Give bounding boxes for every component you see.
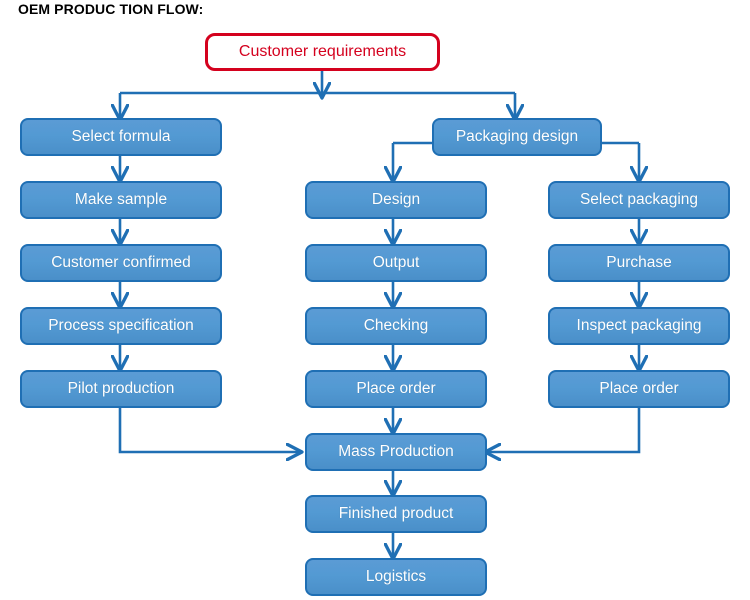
node-make-sample[interactable]: Make sample bbox=[20, 181, 222, 219]
edge-pilot-production-to-mass-production bbox=[118, 408, 300, 452]
node-process-specification[interactable]: Process specification bbox=[20, 307, 222, 345]
node-label: Finished product bbox=[338, 505, 454, 523]
node-label: Mass Production bbox=[338, 443, 454, 461]
node-label: Process specification bbox=[48, 317, 194, 335]
node-pilot-production[interactable]: Pilot production bbox=[20, 370, 222, 408]
node-place-order-middle[interactable]: Place order bbox=[305, 370, 487, 408]
node-label: Inspect packaging bbox=[576, 317, 702, 335]
node-label: Purchase bbox=[606, 254, 672, 272]
node-logistics[interactable]: Logistics bbox=[305, 558, 487, 596]
node-place-order-right[interactable]: Place order bbox=[548, 370, 730, 408]
page-title: OEM PRODUC TION FLOW: bbox=[18, 1, 204, 17]
node-label: Place order bbox=[599, 380, 679, 398]
node-checking[interactable]: Checking bbox=[305, 307, 487, 345]
node-label: Checking bbox=[363, 317, 429, 335]
node-label: Select formula bbox=[71, 128, 171, 146]
node-label: Packaging design bbox=[455, 128, 579, 146]
node-label: Customer requirements bbox=[238, 43, 407, 60]
node-label: Pilot production bbox=[67, 380, 175, 398]
node-customer-requirements[interactable]: Customer requirements bbox=[205, 33, 440, 71]
node-design[interactable]: Design bbox=[305, 181, 487, 219]
node-label: Design bbox=[371, 191, 421, 209]
node-label: Select packaging bbox=[579, 191, 699, 209]
node-purchase[interactable]: Purchase bbox=[548, 244, 730, 282]
node-output[interactable]: Output bbox=[305, 244, 487, 282]
node-packaging-design[interactable]: Packaging design bbox=[432, 118, 602, 156]
node-label: Place order bbox=[356, 380, 436, 398]
node-inspect-packaging[interactable]: Inspect packaging bbox=[548, 307, 730, 345]
node-label: Make sample bbox=[74, 191, 168, 209]
node-label: Logistics bbox=[365, 568, 427, 586]
node-finished-product[interactable]: Finished product bbox=[305, 495, 487, 533]
node-mass-production[interactable]: Mass Production bbox=[305, 433, 487, 471]
node-select-packaging[interactable]: Select packaging bbox=[548, 181, 730, 219]
node-label: Output bbox=[372, 254, 420, 272]
edge-place-order-right-to-mass-production bbox=[487, 408, 641, 452]
node-label: Customer confirmed bbox=[51, 254, 191, 272]
node-select-formula[interactable]: Select formula bbox=[20, 118, 222, 156]
node-customer-confirmed[interactable]: Customer confirmed bbox=[20, 244, 222, 282]
